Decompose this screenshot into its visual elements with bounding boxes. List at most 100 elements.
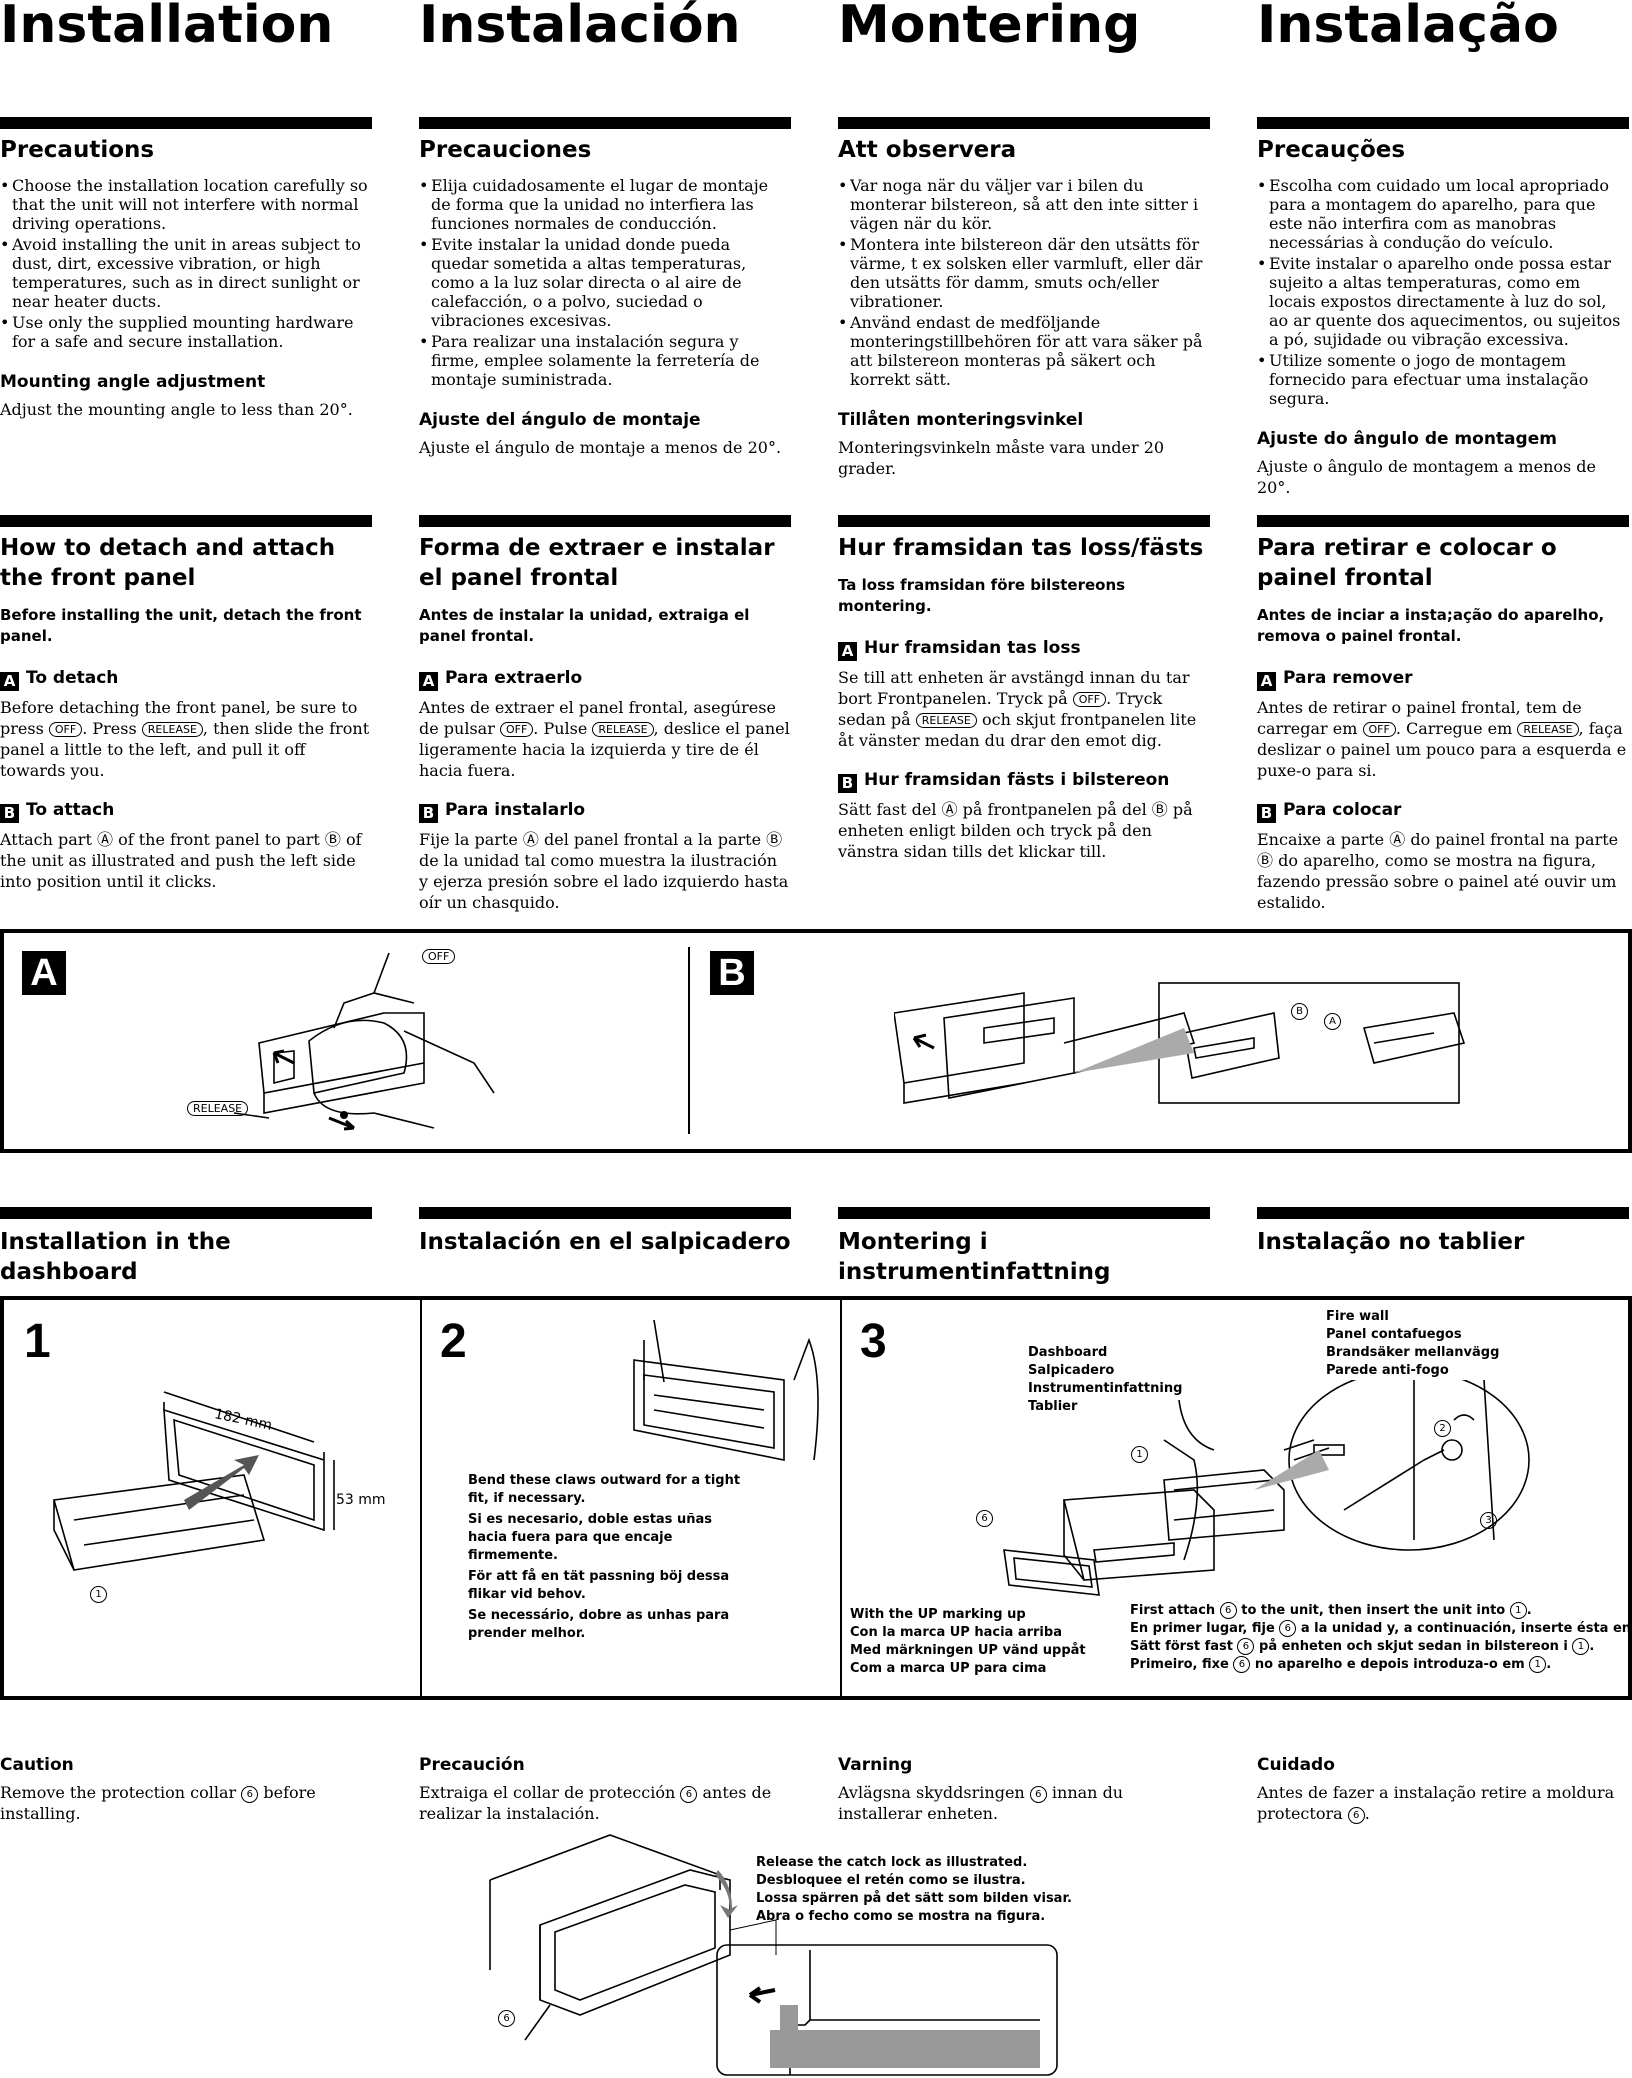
angle-text: Ajuste el ángulo de montaje a menos de 2…: [419, 438, 782, 457]
label-b-box: B: [419, 804, 438, 823]
bracket-1-callout: 1: [90, 1586, 107, 1603]
to-detach-text: Antes de extraer el panel frontal, asegú…: [419, 698, 790, 780]
dashboard-heading-pt: Instalação no tablier: [1257, 1229, 1525, 1255]
figure-label-a: A: [22, 951, 66, 995]
part-b-callout: B: [1291, 1003, 1308, 1020]
dashboard-heading-en: Installation in the dashboard: [0, 1229, 231, 1285]
to-attach-text: Fije la parte Ⓐ del panel frontal a la p…: [419, 830, 789, 912]
claws-en: Bend these claws outward for a tight fit…: [468, 1473, 741, 1506]
title-sv: Montering: [838, 0, 1141, 55]
list-item: Use only the supplied mounting hardware …: [0, 313, 372, 351]
dashboard-heading-sv: Montering i instrumentinfattning: [838, 1229, 1111, 1285]
caution-en: Caution Remove the protection collar 6 b…: [0, 1754, 372, 1824]
release-key: RELEASE: [1517, 722, 1579, 737]
label-a-box: A: [1257, 672, 1276, 691]
title-pt: Instalação: [1257, 0, 1559, 55]
off-key-callout: OFF: [422, 949, 456, 964]
step-1-illustration: [52, 1391, 335, 1571]
dashboard-labels: Dashboard Salpicadero Instrumentinfattni…: [1028, 1344, 1182, 1416]
divider: [420, 1300, 422, 1696]
angle-heading: Ajuste do ângulo de montagem: [1257, 429, 1557, 449]
list-item: Para realizar una instalación segura y f…: [419, 332, 791, 389]
detach-es: Forma de extraer e instalar el panel fro…: [419, 533, 791, 913]
angle-heading: Ajuste del ángulo de montaje: [419, 410, 701, 430]
off-key: OFF: [1072, 692, 1107, 707]
firewall-es: Panel contafuegos: [1326, 1327, 1462, 1342]
collar-illustration: [489, 1834, 1058, 2076]
angle-heading: Tillåten monteringsvinkel: [838, 410, 1084, 430]
release-catch-sv: Lossa spärren på det sätt som bilden vis…: [756, 1891, 1072, 1906]
caution-text: Avlägsna skyddsringen 6 innan du install…: [838, 1783, 1124, 1823]
to-detach-text: Antes de retirar o painel frontal, tem d…: [1257, 698, 1627, 780]
detach-intro: Ta loss framsidan före bilstereons monte…: [838, 576, 1126, 615]
first-pt: Primeiro, fixe 6 no aparelho e depois in…: [1130, 1656, 1552, 1673]
detach-heading: Hur framsidan tas loss/fästs: [838, 535, 1204, 561]
precautions-list: Choose the installation location careful…: [0, 176, 372, 351]
to-detach-text: Se till att enheten är avstängd innan du…: [838, 668, 1197, 750]
section-rule: [0, 515, 372, 527]
precautions-heading: Att observera: [838, 137, 1017, 163]
section-rule: [0, 1207, 372, 1219]
label-b-box: B: [838, 774, 857, 793]
dashboard-pt: Tablier: [1028, 1399, 1078, 1414]
detach-heading: Para retirar e colocar o painel frontal: [1257, 535, 1557, 591]
caution-sv: Varning Avlägsna skyddsringen 6 innan du…: [838, 1754, 1210, 1824]
first-es: En primer lugar, fije 6 a la unidad y, a…: [1130, 1620, 1632, 1637]
label-a-box: A: [838, 642, 857, 661]
release-catch-es: Desbloquee el retén como se ilustra.: [756, 1873, 1026, 1888]
precautions-sv: Att observera Var noga när du väljer var…: [838, 135, 1210, 479]
upmark-en: With the UP marking up: [850, 1607, 1026, 1622]
caution-heading: Cuidado: [1257, 1755, 1335, 1775]
up-marking-labels: With the UP marking up Con la marca UP h…: [850, 1606, 1086, 1678]
section-rule: [838, 117, 1210, 129]
list-item: Avoid installing the unit in areas subje…: [0, 235, 372, 311]
precautions-heading: Precauciones: [419, 137, 592, 163]
detach-intro: Antes de instalar la unidad, extraiga el…: [419, 606, 750, 645]
section-rule: [838, 515, 1210, 527]
dashboard-sv: Instrumentinfattning: [1028, 1381, 1183, 1396]
caution-text: Remove the protection collar 6 before in…: [0, 1783, 316, 1823]
firewall-en: Fire wall: [1326, 1309, 1389, 1324]
claws-note: Bend these claws outward for a tight fit…: [468, 1472, 744, 1643]
off-key: OFF: [48, 722, 83, 737]
list-item: Elija cuidadosamente el lugar de montaje…: [419, 176, 791, 233]
off-key: OFF: [499, 722, 534, 737]
claws-pt: Se necessário, dobre as unhas para prend…: [468, 1608, 730, 1641]
dashboard-heading-es: Instalación en el salpicadero: [419, 1229, 791, 1255]
list-item: Var noga när du väljer var i bilen du mo…: [838, 176, 1210, 233]
collar-6-callout: 6: [498, 2010, 515, 2027]
section-rule: [0, 117, 372, 129]
step-2-number: 2: [440, 1315, 467, 1368]
first-en: First attach 6 to the unit, then insert …: [1130, 1602, 1532, 1619]
section-rule: [1257, 515, 1629, 527]
precautions-list: Var noga när du väljer var i bilen du mo…: [838, 176, 1210, 389]
list-item: Evite instalar o aparelho onde possa est…: [1257, 254, 1629, 349]
step-1-number: 1: [24, 1315, 51, 1368]
label-a-box: A: [419, 672, 438, 691]
release-catch-labels: Release the catch lock as illustrated. D…: [756, 1854, 1072, 1926]
caution-es: Precaución Extraiga el collar de protecc…: [419, 1754, 791, 1824]
to-detach-text: Before detaching the front panel, be sur…: [0, 698, 370, 780]
list-item: Escolha com cuidado um local apropriado …: [1257, 176, 1629, 252]
precautions-es: Precauciones Elija cuidadosamente el lug…: [419, 135, 791, 458]
dashboard-es: Salpicadero: [1028, 1363, 1115, 1378]
list-item: Montera inte bilstereon där den utsätts …: [838, 235, 1210, 311]
bracket-1-callout: 1: [1131, 1446, 1148, 1463]
section-rule: [419, 1207, 791, 1219]
angle-text: Monteringsvinkeln måste vara under 20 gr…: [838, 438, 1165, 478]
list-item: Använd endast de medföljande monteringst…: [838, 313, 1210, 389]
figure-label-b: B: [710, 951, 754, 995]
firewall-labels: Fire wall Panel contafuegos Brandsäker m…: [1326, 1308, 1499, 1380]
release-key: RELEASE: [915, 713, 977, 728]
release-catch-pt: Abra o fecho como se mostra na figura.: [756, 1909, 1046, 1924]
screw-2-callout: 2: [1434, 1420, 1451, 1437]
title-es: Instalación: [419, 0, 741, 55]
step-2-illustration: [633, 1320, 819, 1461]
first-attach-labels: First attach 6 to the unit, then insert …: [1130, 1602, 1632, 1674]
list-item: Utilize somente o jogo de montagem forne…: [1257, 351, 1629, 408]
